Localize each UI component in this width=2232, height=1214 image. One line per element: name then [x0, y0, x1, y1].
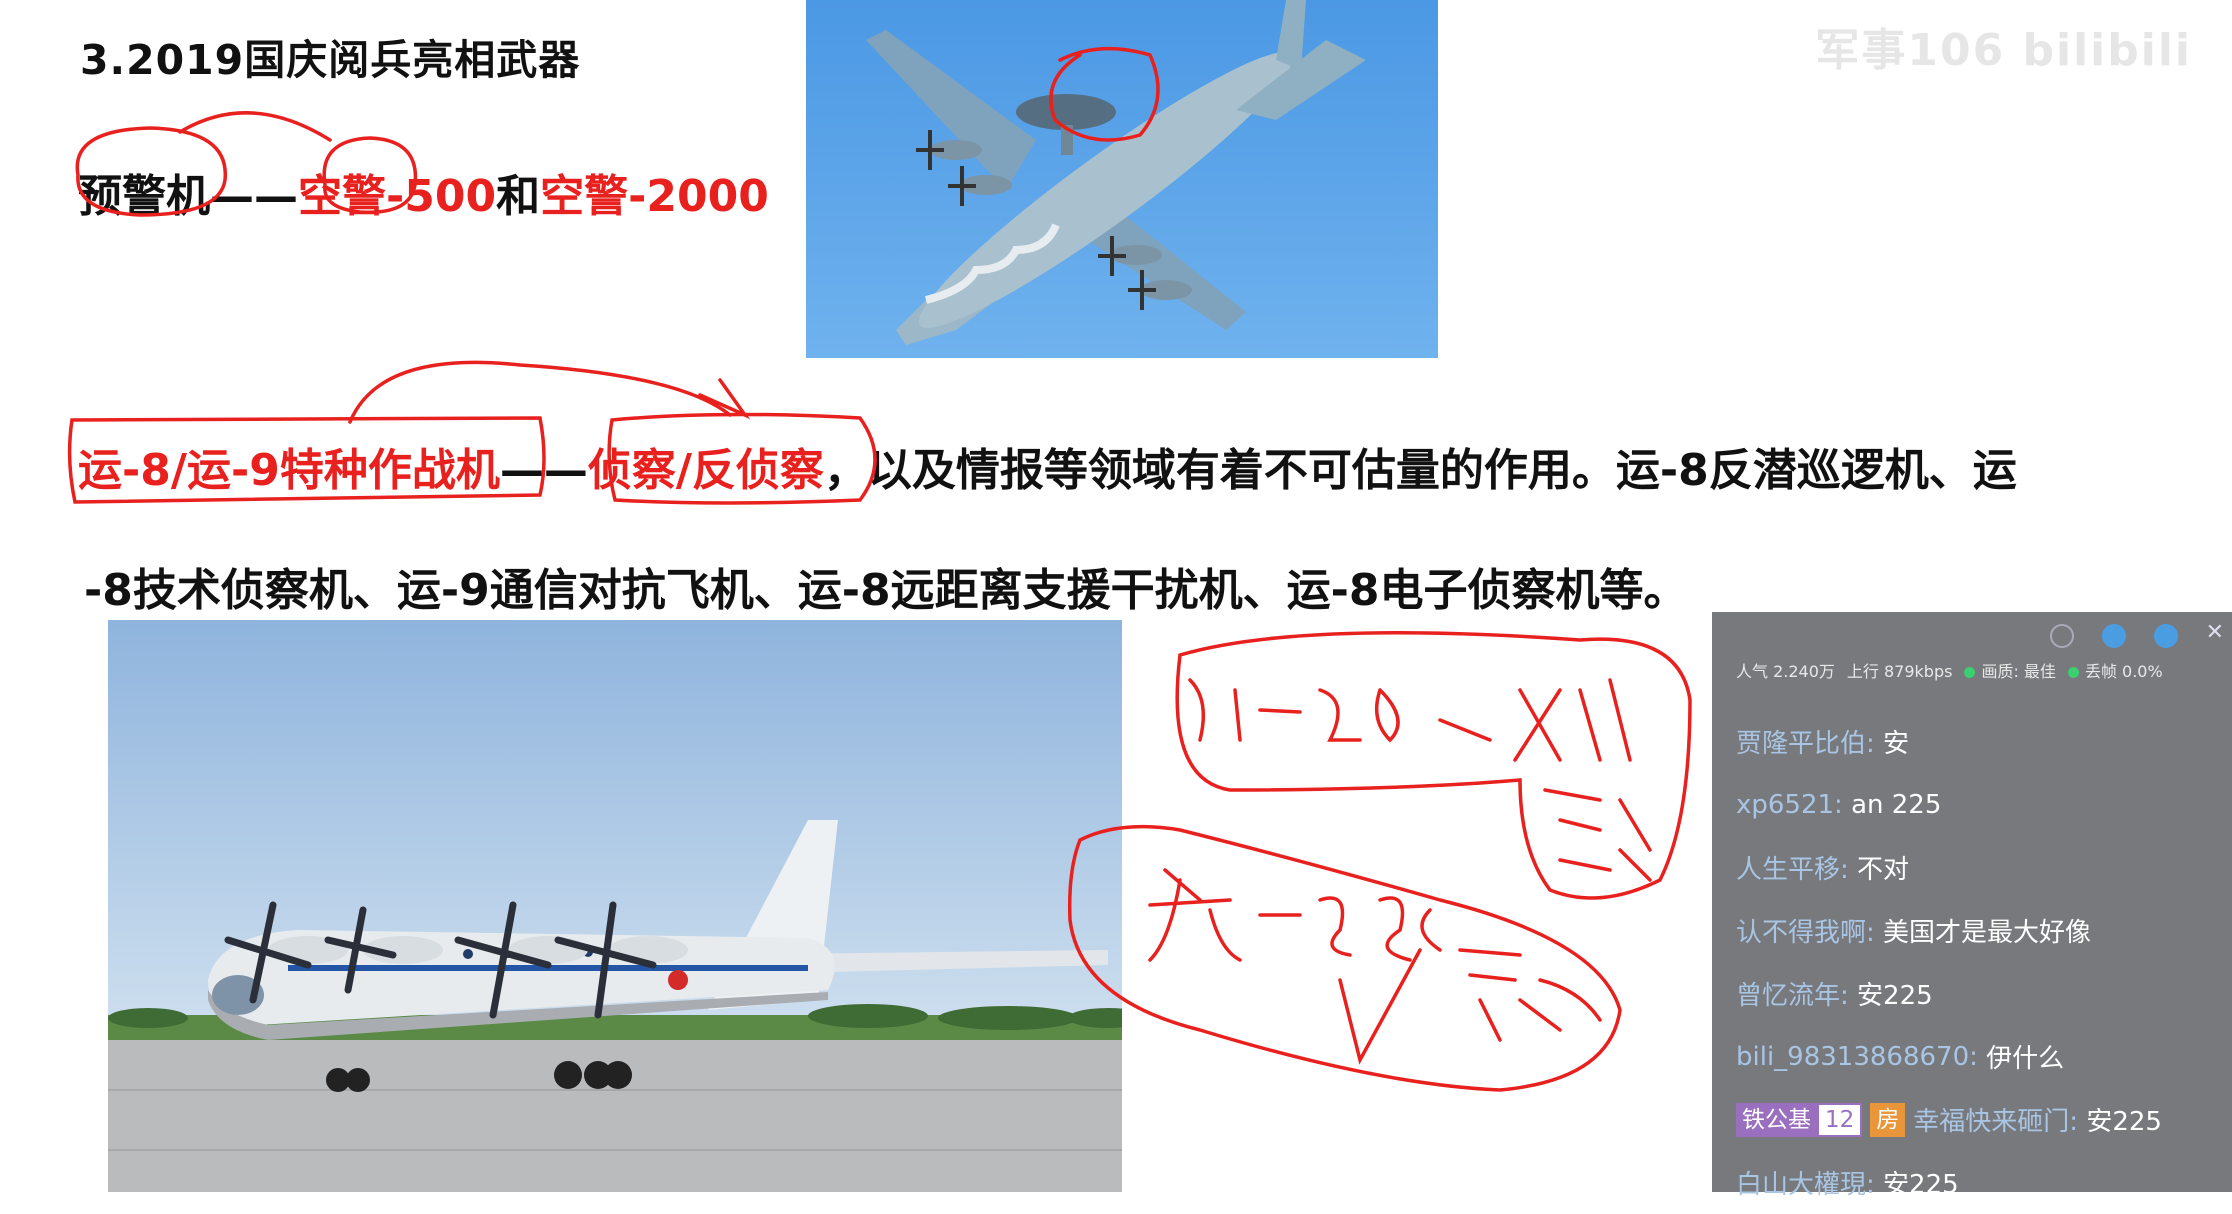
- chat-text: an 225: [1851, 789, 1942, 820]
- stream-stats: 人气 2.240万 上行 879kbps 画质: 最佳 丢帧 0.0%: [1736, 658, 2163, 682]
- medal-name: 铁公基: [1736, 1102, 1817, 1137]
- chat-text: 美国才是最大好像: [1883, 918, 2092, 948]
- close-icon[interactable]: ✕: [2205, 620, 2224, 645]
- y8-dash: ——: [499, 445, 588, 496]
- chat-message: 贾隆平比伯: 安: [1736, 710, 2226, 773]
- chat-text: 伊什么: [1986, 1044, 2065, 1074]
- chat-message: xp6521: an 225: [1736, 773, 2226, 836]
- refresh-icon[interactable]: [2101, 624, 2126, 648]
- chat-message: 白山大權現: 安225: [1736, 1151, 2226, 1214]
- awacs-aircraft-image: [806, 0, 1438, 358]
- chat-message-list: 贾隆平比伯: 安 xp6521: an 225 人生平移: 不对 认不得我啊: …: [1736, 710, 2226, 1214]
- upload-stat: 上行 879kbps: [1846, 662, 1953, 681]
- chat-username[interactable]: 认不得我啊:: [1736, 918, 1875, 948]
- y8-line: 运-8/运-9特种作战机——侦察/反侦察，以及情报等领域有着不可估量的作用。运-…: [78, 434, 2017, 498]
- chat-message: 曾忆流年: 安225: [1736, 962, 2226, 1025]
- medal-level: 12: [1817, 1102, 1863, 1137]
- chat-message: 人生平移: 不对: [1736, 836, 2226, 899]
- chat-text: 安225: [2086, 1107, 2162, 1137]
- chat-username[interactable]: 人生平移:: [1736, 855, 1849, 885]
- chat-username[interactable]: 白山大權現:: [1736, 1170, 1875, 1200]
- kj500-text: 空警-500: [298, 171, 497, 222]
- chat-username[interactable]: bili_98313868670:: [1736, 1041, 1978, 1072]
- popularity-stat: 人气 2.240万: [1736, 662, 1835, 681]
- chat-username[interactable]: 贾隆平比伯:: [1736, 729, 1875, 759]
- watermark: 军事106 bilibili: [1815, 25, 2192, 76]
- status-dot-icon: [2067, 667, 2079, 678]
- awacs-line: 预警机——空警-500和空警-2000: [78, 160, 769, 224]
- quality-stat: 画质: 最佳: [1964, 658, 2056, 682]
- chat-text: 安: [1883, 729, 1910, 759]
- recon-text: 侦察/反侦察: [587, 445, 824, 496]
- y8-special-text: 运-8/运-9特种作战机: [78, 445, 500, 496]
- chat-message: bili_98313868670: 伊什么: [1736, 1025, 2226, 1088]
- y8-aircraft-image: [108, 620, 1122, 1192]
- dropped-frames-stat: 丢帧 0.0%: [2067, 658, 2163, 682]
- settings-icon[interactable]: [2049, 624, 2074, 648]
- status-dot-icon: [1964, 667, 1976, 678]
- y8-desc: ，以及情报等领域有着不可估量的作用。运-8反潜巡逻机、运: [823, 445, 2017, 496]
- awacs-prefix: 预警机——: [78, 171, 298, 222]
- chat-message: 认不得我啊: 美国才是最大好像: [1736, 899, 2226, 962]
- chat-username[interactable]: xp6521:: [1736, 789, 1843, 820]
- panel-controls: ✕: [2049, 620, 2224, 648]
- chat-text: 不对: [1857, 855, 1910, 885]
- pin-icon[interactable]: [2153, 624, 2178, 648]
- chat-text: 安225: [1857, 981, 1933, 1011]
- chat-username[interactable]: 幸福快来砸门:: [1913, 1107, 2079, 1137]
- chat-text: 安225: [1883, 1170, 1959, 1200]
- y8-line-2: -8技术侦察机、运-9通信对抗飞机、运-8远距离支援干扰机、运-8电子侦察机等。: [84, 565, 1688, 616]
- room-admin-badge: 房: [1870, 1102, 1906, 1137]
- awacs-conj: 和: [496, 171, 541, 222]
- slide-title: 3.2019国庆阅兵亮相武器: [80, 36, 581, 84]
- live-chat-panel: ✕ 人气 2.240万 上行 879kbps 画质: 最佳 丢帧 0.0% 贾隆…: [1712, 612, 2232, 1200]
- chat-username[interactable]: 曾忆流年:: [1736, 981, 1849, 1011]
- kj2000-text: 空警-2000: [540, 171, 769, 222]
